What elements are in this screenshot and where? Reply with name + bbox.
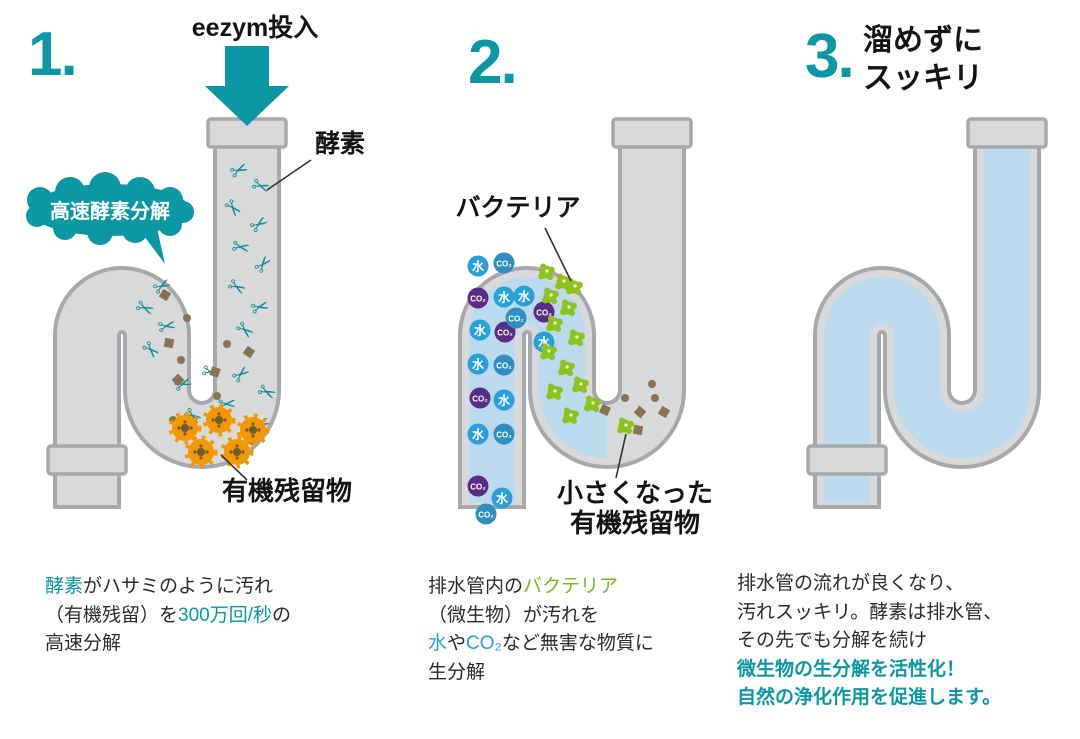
step2-panel: バクテリア 小さくなった 有機残留物 2. 排水管内のバクテリア（微生物）が汚れ… xyxy=(420,0,730,739)
step3-number: 3. xyxy=(805,22,855,91)
water-bubble-icon xyxy=(491,487,513,509)
residue-bit-icon xyxy=(621,394,629,402)
step2-caption: 排水管内のバクテリア（微生物）が汚れを水やCO₂など無害な物質に生分解 xyxy=(428,576,654,683)
bacteria-icon xyxy=(566,278,583,295)
residue-bit-icon xyxy=(651,394,659,402)
bacteria-label: バクテリア xyxy=(455,194,580,222)
residue-bit-icon xyxy=(632,424,644,436)
small-residue-leader-line xyxy=(615,433,627,479)
pipe-inlet-collar xyxy=(611,117,693,149)
residue-bit-icon xyxy=(163,337,175,349)
small-residue-label-line2: 有機残留物 xyxy=(570,508,700,538)
step3-title-line2: スッキリ xyxy=(863,61,983,95)
residue-bit-icon xyxy=(648,380,656,388)
step3-panel: 3. 溜めずに スッキリ 排水管の流れが良くなり、汚れスッキリ。酵素は排水管、そ… xyxy=(735,0,1080,739)
water-bubble-icon xyxy=(467,353,489,375)
enzyme-leader-line xyxy=(266,159,312,191)
small-residue-label-line1: 小さくなった xyxy=(557,478,713,508)
step3-caption: 排水管の流れが良くなり、汚れスッキリ。酵素は排水管、その先でも分解を続け微生物の… xyxy=(737,573,1003,708)
pour-arrow xyxy=(205,46,289,126)
co2-bubble-icon xyxy=(505,307,527,329)
residue-bit-icon xyxy=(223,340,231,348)
water-bubble-icon xyxy=(493,286,515,308)
residue-bit-icon xyxy=(183,314,191,322)
co2-bubble-icon xyxy=(493,252,515,274)
co2-bubble-icon xyxy=(475,503,497,525)
water-bubble-icon xyxy=(467,423,489,445)
step3-illustration xyxy=(806,117,1048,509)
enzyme-label: 酵素 xyxy=(315,130,365,158)
step3-title: 溜めずに スッキリ xyxy=(863,22,983,97)
bacteria-icon xyxy=(538,263,555,280)
step3-title-line1: 溜めずに xyxy=(863,24,983,57)
pipe-outlet-collar xyxy=(806,444,888,476)
water-bubble-icon xyxy=(469,319,491,341)
pipe-water xyxy=(469,277,609,503)
residue-sun-icon xyxy=(188,439,214,465)
speed-decomposition-cloud: 高速酵素分解 xyxy=(26,172,194,264)
water-bubble-icon xyxy=(467,255,489,277)
pipe-water xyxy=(824,125,1030,503)
residue-leader-line xyxy=(220,454,248,481)
co2-bubble-icon xyxy=(493,423,515,445)
pipe-outlet-collar xyxy=(46,444,128,476)
cloud-label: 高速酵素分解 xyxy=(50,199,170,223)
residue-sun-icon xyxy=(206,407,232,433)
residue-bit-icon xyxy=(213,392,221,400)
water-bubble-icon xyxy=(493,389,515,411)
step1-panel: 高速酵素分解 酵素 有機残留物 eezym投入 1. 酵素がハサミのように汚れ（… xyxy=(15,0,415,739)
co2-bubble-icon xyxy=(467,475,489,497)
residue-sun-icon xyxy=(240,417,266,443)
co2-bubble-icon xyxy=(469,387,491,409)
residue-label: 有機残留物 xyxy=(222,476,352,506)
step1-illustration: 高速酵素分解 酵素 有機残留物 eezym投入 xyxy=(26,13,365,509)
water-bubble-icon xyxy=(513,285,535,307)
step2-illustration: バクテリア 小さくなった 有機残留物 xyxy=(455,117,713,538)
pour-label: eezym投入 xyxy=(192,13,318,42)
residue-bit-icon xyxy=(177,356,185,364)
bacteria-leader-line xyxy=(544,227,572,282)
co2-bubble-icon xyxy=(467,287,489,309)
pipe-inlet-collar xyxy=(966,117,1048,149)
cloud-tail xyxy=(141,228,165,264)
step1-caption: 酵素がハサミのように汚れ（有機残留）を300万回/秒の高速分解 xyxy=(45,576,292,654)
step1-number: 1. xyxy=(28,20,78,89)
co2-bubble-icon xyxy=(493,354,515,376)
step2-number: 2. xyxy=(468,28,518,97)
